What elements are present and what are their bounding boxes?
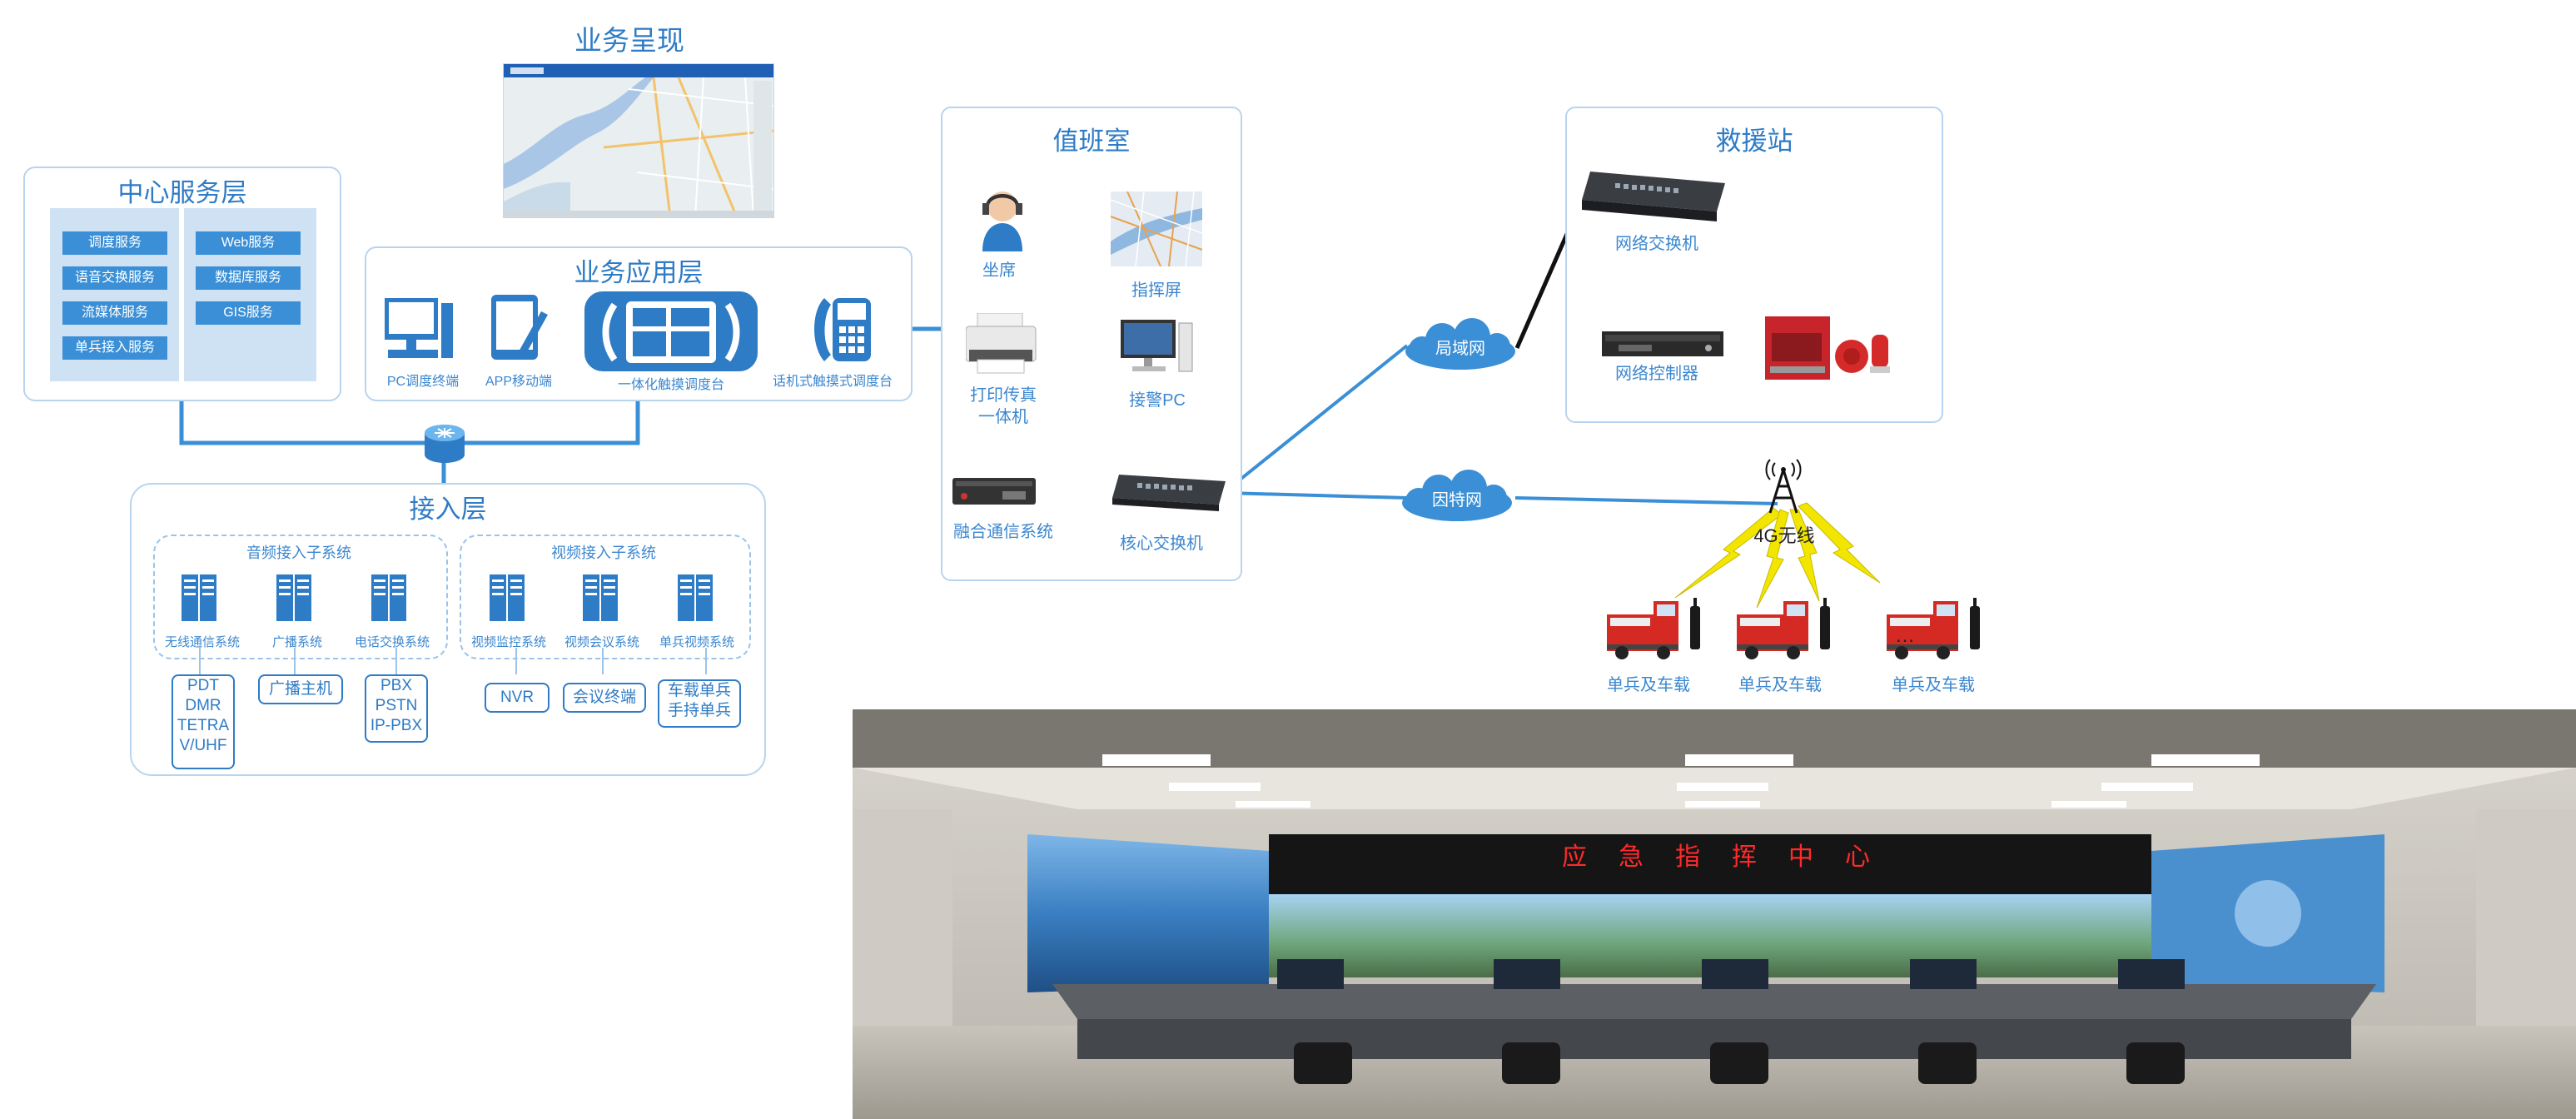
fire-alarm-devices-image bbox=[1765, 316, 1890, 380]
service-to-app-line bbox=[179, 398, 640, 445]
internet-label: 因特网 bbox=[1432, 491, 1482, 510]
broadcast-host-box: 广播主机 bbox=[258, 674, 343, 704]
audio-subsystem-box bbox=[153, 535, 448, 659]
device-broadcast-host: 广播主机 bbox=[268, 680, 332, 698]
device-nvr: NVR bbox=[500, 689, 535, 706]
switch-to-lan-line bbox=[1224, 344, 1409, 493]
device-vuhf: V/UHF bbox=[179, 737, 227, 754]
control-room-photo: 应急指挥中心 bbox=[853, 709, 2576, 1119]
service-database: 数据库服务 bbox=[196, 266, 301, 290]
device-tetra: TETRA bbox=[177, 717, 230, 734]
duty-room-title: 值班室 bbox=[1052, 127, 1131, 156]
rescue-station-title: 救援站 bbox=[1715, 127, 1793, 156]
broadcast-system-label: 广播系统 bbox=[271, 635, 322, 649]
video-monitor-system-label: 视频监控系统 bbox=[470, 635, 546, 649]
printer-label-2: 一体机 bbox=[978, 408, 1028, 426]
station-switch-icon bbox=[1582, 172, 1725, 221]
app-mobile-label: APP移动端 bbox=[485, 375, 553, 389]
vehicles-image bbox=[1607, 598, 1980, 659]
nvr-box: NVR bbox=[485, 683, 550, 713]
video-conference-system-label: 视频会议系统 bbox=[564, 635, 639, 649]
conference-terminal-box: 会议终端 bbox=[563, 683, 646, 713]
access-layer-panel: 接入层 音频接入子系统 视频接入子系统 无线通信系统 广播系统 电话交换系统 视… bbox=[130, 483, 766, 776]
command-center-sign: 应急指挥中心 bbox=[1562, 843, 1902, 871]
internet-cloud-icon bbox=[1402, 470, 1512, 521]
wireless-bolts bbox=[1674, 502, 1881, 609]
network-controller-label: 网络控制器 bbox=[1615, 365, 1698, 383]
device-ip-pbx: IP-PBX bbox=[370, 717, 423, 734]
device-pbx: PBX bbox=[380, 677, 413, 694]
map-screenshot bbox=[503, 63, 774, 218]
internet-to-tower-line bbox=[1514, 496, 1778, 505]
service-soldier-access: 单兵接入服务 bbox=[62, 336, 167, 360]
service-streaming: 流媒体服务 bbox=[62, 301, 167, 325]
lan-label: 局域网 bbox=[1435, 340, 1485, 358]
phone-console-label: 话机式触摸式调度台 bbox=[772, 375, 893, 389]
printer-icon bbox=[966, 313, 1037, 374]
center-service-panel: 中心服务层 调度服务 语音交换服务 流媒体服务 单兵接入服务 Web服务 数据库… bbox=[23, 167, 341, 401]
tablet-icon bbox=[491, 295, 548, 360]
radio-tower-icon bbox=[1765, 459, 1802, 514]
service-web: Web服务 bbox=[196, 231, 301, 255]
vehicle-label-1: 单兵及车载 bbox=[1607, 676, 1690, 694]
touch-console-label: 一体化触摸调度台 bbox=[617, 378, 724, 392]
pc-terminal-label: PC调度终端 bbox=[386, 375, 460, 389]
operator-seat-icon bbox=[982, 191, 1022, 251]
service-dispatch: 调度服务 bbox=[62, 231, 167, 255]
lan-cloud-icon bbox=[1405, 318, 1515, 370]
pdt-dmr-box: PDT DMR TETRA V/UHF bbox=[172, 674, 235, 769]
wireless-system-label: 无线通信系统 bbox=[164, 635, 240, 649]
app-layer-title: 业务应用层 bbox=[574, 258, 704, 287]
service-voice-switch: 语音交换服务 bbox=[62, 266, 167, 290]
pbx-box: PBX PSTN IP-PBX bbox=[365, 674, 428, 743]
soldier-device-box: 车载单兵 手持单兵 bbox=[658, 679, 741, 728]
service-gis: GIS服务 bbox=[196, 301, 301, 325]
soldier-video-system-label: 单兵视频系统 bbox=[659, 635, 734, 649]
device-pstn: PSTN bbox=[375, 697, 418, 714]
fusion-system-icon bbox=[952, 478, 1036, 505]
rescue-station-panel: 救援站 bbox=[1565, 107, 1943, 423]
center-service-title: 中心服务层 bbox=[117, 178, 247, 207]
core-switch-icon bbox=[1112, 475, 1226, 511]
command-screen-map-icon bbox=[1111, 191, 1202, 266]
device-vehicle-soldier: 车载单兵 bbox=[667, 682, 731, 699]
control-room-render bbox=[853, 709, 2576, 1119]
vehicle-label-3: 单兵及车载 bbox=[1892, 676, 1975, 694]
access-server-icons bbox=[182, 574, 713, 621]
station-switch-label: 网络交换机 bbox=[1615, 235, 1698, 253]
presentation-title: 业务呈现 bbox=[574, 25, 684, 56]
device-conference-terminal: 会议终端 bbox=[572, 689, 636, 706]
alarm-pc-icon bbox=[1121, 320, 1193, 372]
pc-terminal-icon bbox=[385, 298, 453, 358]
vehicle-label-2: 单兵及车载 bbox=[1738, 676, 1822, 694]
book-spine bbox=[179, 208, 184, 381]
audio-subsystem-title: 音频接入子系统 bbox=[246, 545, 351, 561]
vehicles-ellipsis: … bbox=[1895, 624, 1915, 647]
seat-label: 坐席 bbox=[982, 261, 1016, 280]
phone-console-icon bbox=[814, 298, 871, 361]
map-image bbox=[504, 64, 773, 217]
device-handheld-soldier: 手持单兵 bbox=[667, 702, 731, 719]
printer-label-1: 打印传真 bbox=[970, 386, 1037, 405]
device-dmr: DMR bbox=[185, 697, 221, 714]
command-screen-label: 指挥屏 bbox=[1131, 281, 1181, 300]
core-switch-label: 核心交换机 bbox=[1120, 535, 1203, 553]
phone-switch-system-label: 电话交换系统 bbox=[354, 635, 430, 649]
video-subsystem-title: 视频接入子系统 bbox=[551, 545, 656, 561]
subsystem-connectors bbox=[199, 648, 707, 674]
access-layer-title: 接入层 bbox=[409, 495, 487, 524]
network-controller-icon bbox=[1602, 331, 1723, 356]
switch-to-internet-line bbox=[1225, 491, 1408, 500]
video-subsystem-box bbox=[460, 535, 751, 659]
fusion-system-label: 融合通信系统 bbox=[953, 523, 1053, 541]
app-layer-panel: 业务应用层 PC调度终端 APP移动端 一体化触摸调度台 话机式触摸式调度台 bbox=[365, 246, 913, 401]
alarm-pc-label: 接警PC bbox=[1129, 391, 1186, 410]
wireless-4g-label: 4G无线 bbox=[1753, 525, 1815, 546]
router-icon bbox=[425, 425, 465, 463]
touch-console-icon bbox=[602, 301, 740, 363]
device-pdt: PDT bbox=[187, 677, 219, 694]
